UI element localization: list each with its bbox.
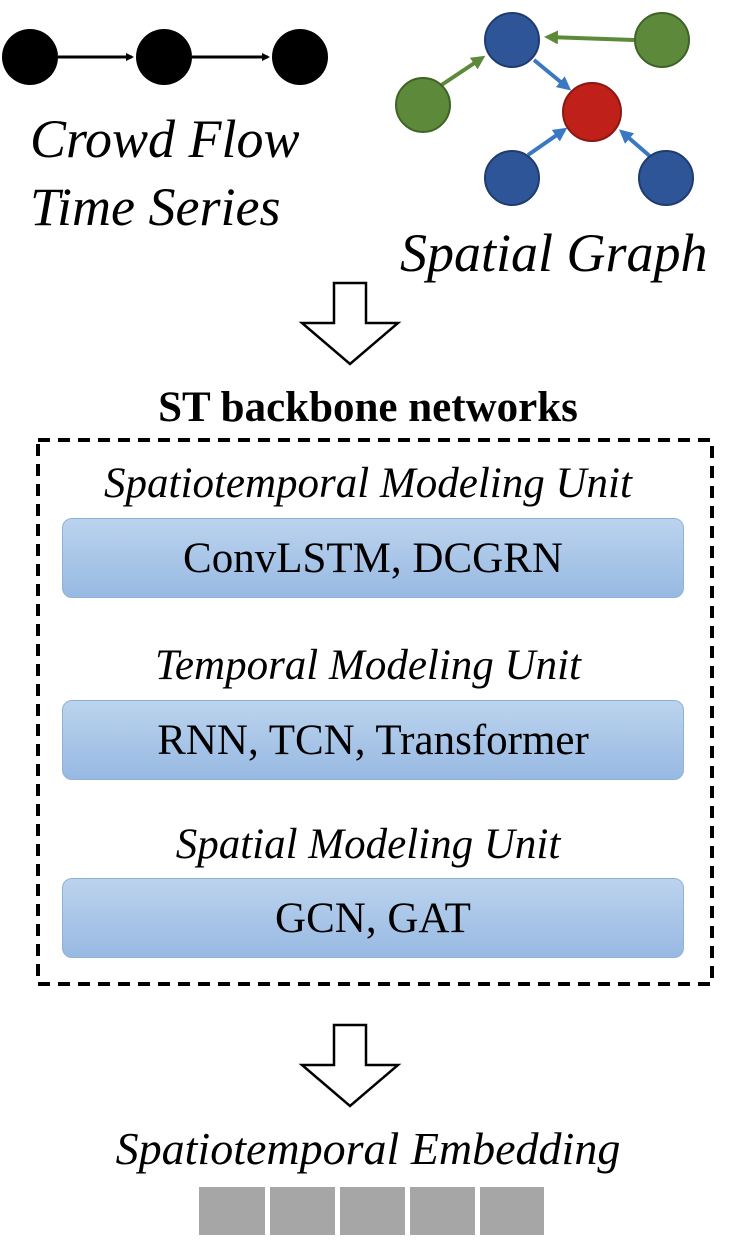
embedding-cell <box>199 1187 265 1235</box>
spatial-graph <box>395 12 694 206</box>
graph-edge-blue <box>532 58 572 91</box>
graph-node-target-red <box>562 82 622 142</box>
graph-node-blue <box>484 12 540 68</box>
graph-node-green <box>395 77 451 133</box>
embedding-cell <box>410 1187 475 1235</box>
temporal-unit-methods: RNN, TCN, Transformer <box>157 716 589 764</box>
time-series-node <box>272 29 328 85</box>
graph-edge-blue <box>618 129 654 160</box>
graph-node-blue <box>638 150 694 206</box>
graph-edge-green <box>544 30 635 45</box>
embedding-cell <box>270 1187 335 1235</box>
spatiotemporal-unit-title: Spatiotemporal Modeling Unit <box>104 460 632 507</box>
backbone-title: ST backbone networks <box>158 384 578 431</box>
temporal-unit-box: RNN, TCN, Transformer <box>62 700 684 780</box>
time-series-chain <box>2 29 328 85</box>
down-arrow-icon <box>298 281 402 366</box>
backbone-container <box>36 438 714 986</box>
spatiotemporal-unit-box: ConvLSTM, DCGRN <box>62 518 684 598</box>
time-series-label-line2: Time Series <box>30 177 281 237</box>
embedding-cell <box>340 1187 405 1235</box>
time-series-label-line1: Crowd Flow <box>30 109 300 169</box>
graph-edge-green <box>438 55 486 88</box>
embedding-cell <box>480 1187 544 1235</box>
down-arrow-icon <box>298 1023 402 1108</box>
graph-node-blue <box>484 150 540 206</box>
embedding-vector <box>199 1187 544 1235</box>
spatial-unit-box: GCN, GAT <box>62 878 684 958</box>
time-series-node <box>2 29 58 85</box>
graph-edge-blue <box>526 127 568 157</box>
graph-node-green <box>634 12 690 68</box>
temporal-unit-title: Temporal Modeling Unit <box>154 642 582 689</box>
embedding-label: Spatiotemporal Embedding <box>115 1123 621 1174</box>
spatiotemporal-unit-methods: ConvLSTM, DCGRN <box>183 534 563 582</box>
time-series-node <box>136 29 192 85</box>
spatial-unit-title: Spatial Modeling Unit <box>175 821 561 868</box>
spatial-unit-methods: GCN, GAT <box>275 894 471 942</box>
spatial-graph-label: Spatial Graph <box>400 223 708 283</box>
